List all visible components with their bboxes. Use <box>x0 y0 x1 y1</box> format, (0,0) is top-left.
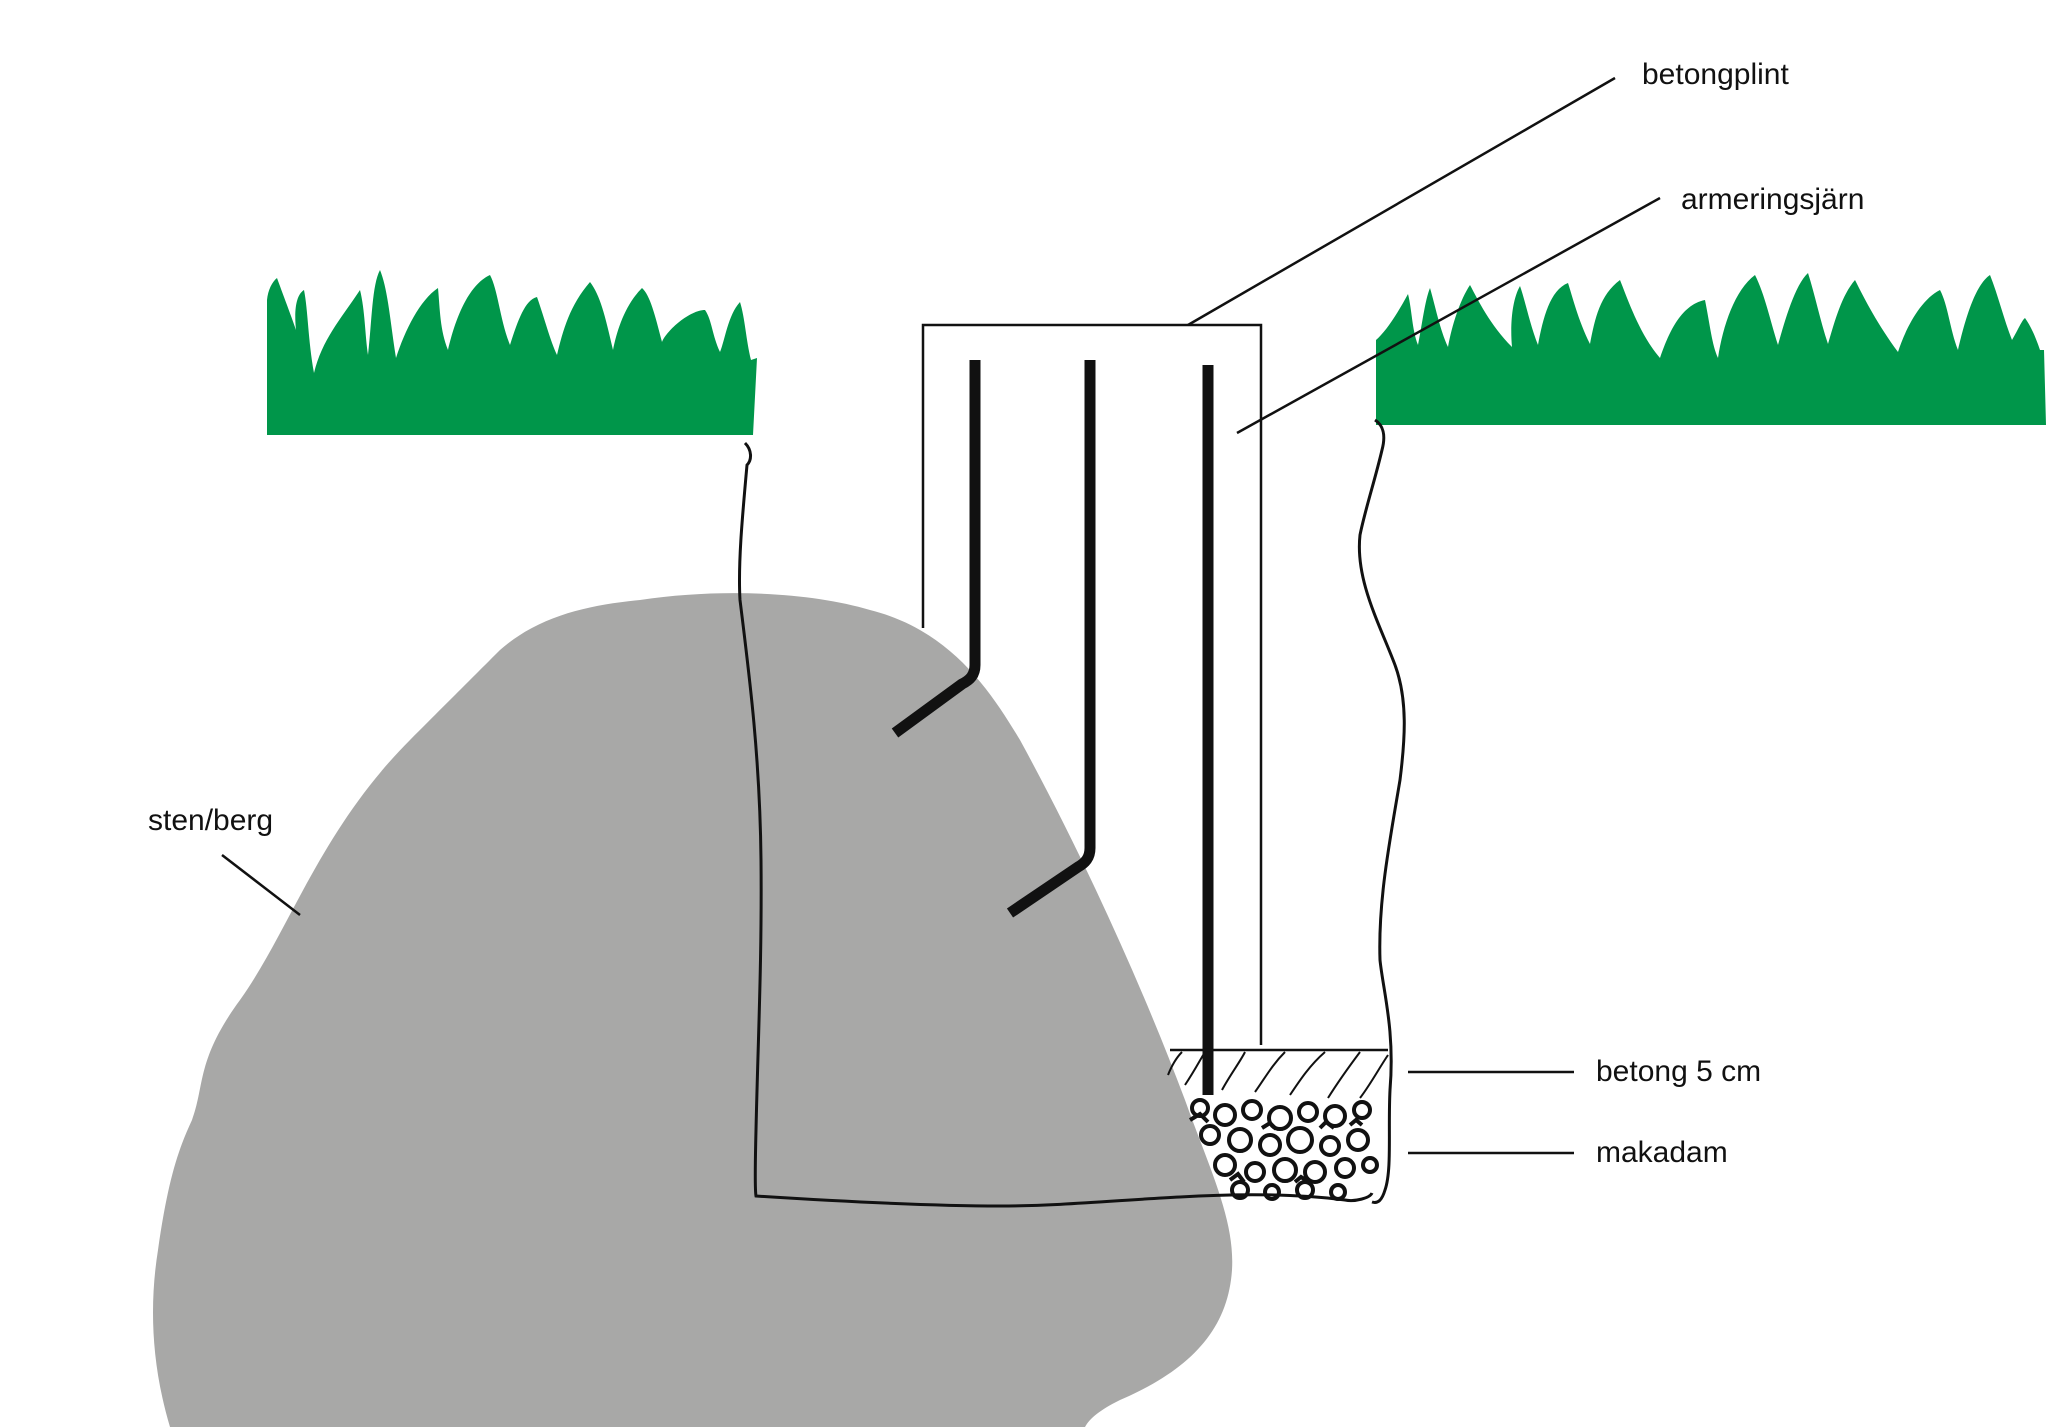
leader-betongplint <box>1187 76 1616 327</box>
excavation-left-wall <box>737 441 1374 1208</box>
label-sten-berg: sten/berg <box>148 804 274 837</box>
label-betongplint: betongplint <box>1642 58 1789 91</box>
label-makadam: makadam <box>1596 1136 1728 1169</box>
label-armeringsjarn: armeringsjärn <box>1681 183 1865 216</box>
leader-armeringsjarn <box>1236 196 1661 435</box>
label-betong-5cm: betong 5 cm <box>1596 1055 1762 1088</box>
excavation-right-wall <box>1357 418 1406 1204</box>
leader-sten-berg <box>221 854 301 916</box>
makadam-gravel-layer <box>1188 1098 1379 1201</box>
grass-right <box>1376 273 2046 425</box>
rebar-middle <box>1006 360 1096 918</box>
rebar-left <box>891 360 981 738</box>
rock-boulder <box>153 593 1233 1427</box>
concrete-plinth-outline <box>921 323 1263 1045</box>
concrete-base-layer <box>1167 1048 1389 1099</box>
grass-left <box>267 270 757 435</box>
